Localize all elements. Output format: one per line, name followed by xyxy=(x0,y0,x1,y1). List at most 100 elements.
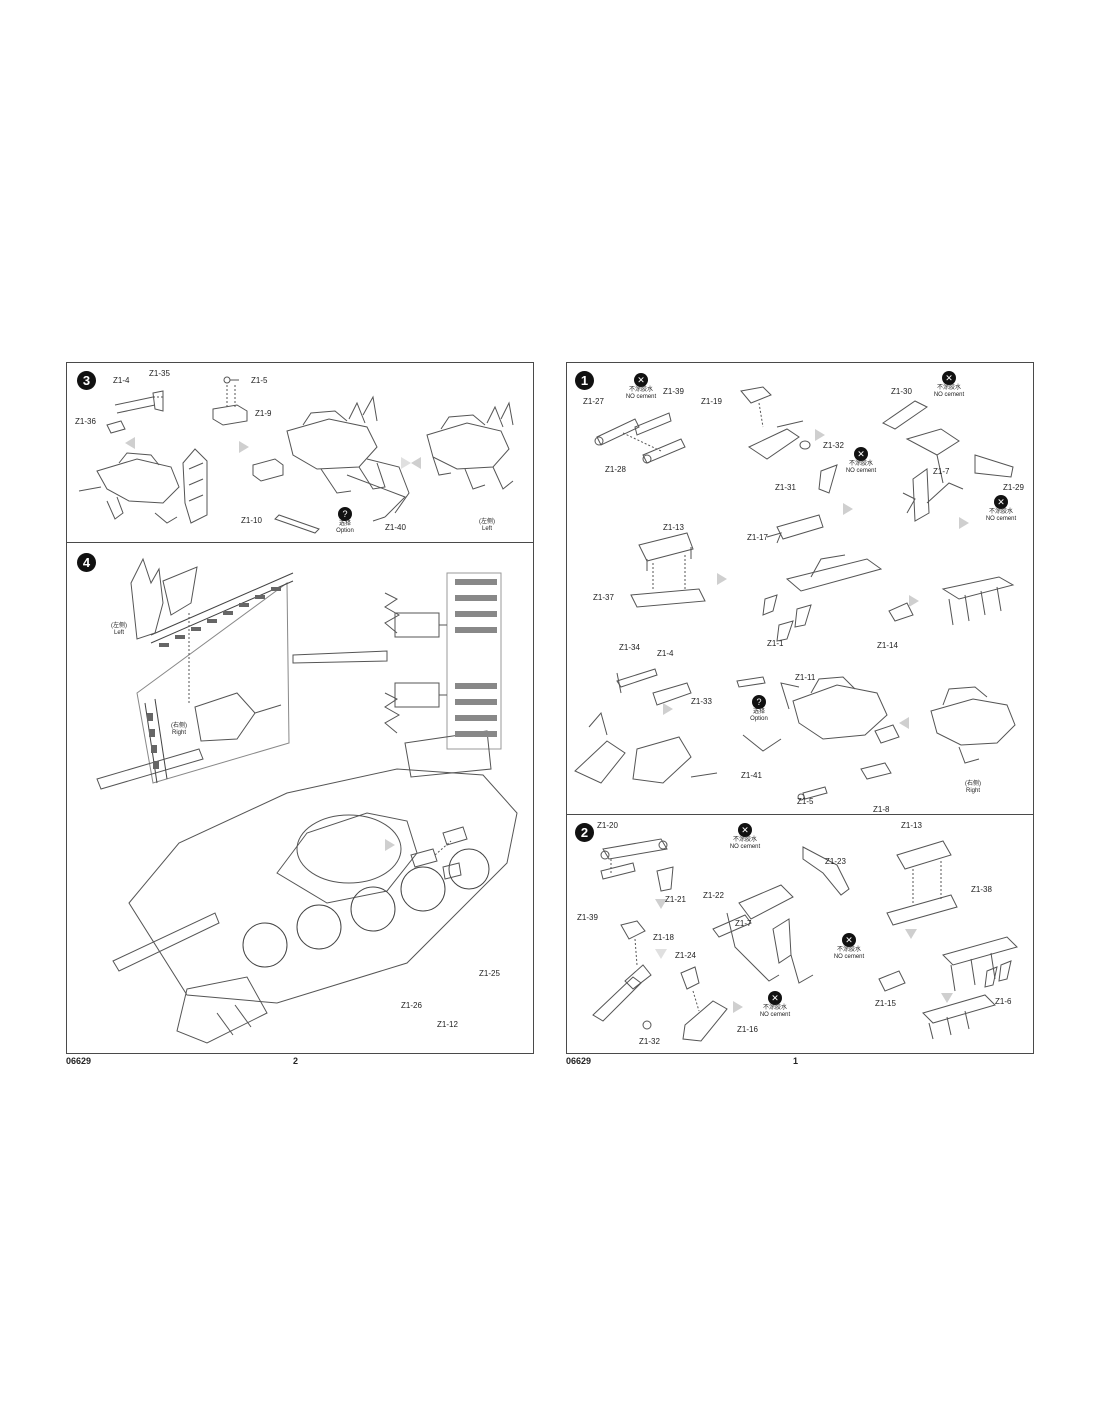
part-label-z1-4: Z1-4 xyxy=(657,649,674,658)
product-code: 06629 xyxy=(566,1056,592,1066)
part-label-z1-7: Z1-7 xyxy=(735,919,752,928)
part-label-z1-39: Z1-39 xyxy=(577,913,598,922)
part-label-z1-16: Z1-16 xyxy=(737,1025,758,1034)
step-3-drawing xyxy=(67,363,533,543)
no-cement-cn: 不涂胶水 xyxy=(936,385,961,391)
no-glue-icon: ✕ xyxy=(994,495,1008,509)
part-label-z1-38: Z1-38 xyxy=(971,885,992,894)
left-instruction-page: 3 Z1-4 Z1-35 Z1-36 Z1-5 Z1-9 Z1-10 Z1-40… xyxy=(66,362,534,1066)
part-label-z1-32: Z1-32 xyxy=(639,1037,660,1046)
part-label-z1-7: Z1-7 xyxy=(933,467,950,476)
step-4-panel: 4 (左侧) Left (右侧) Right Z1-25 Z1-26 Z1-12 xyxy=(66,542,534,1054)
no-cement-note: ✕ 不涂胶水 NO cement xyxy=(973,495,1029,523)
no-glue-icon: ✕ xyxy=(842,933,856,947)
no-glue-icon: ✕ xyxy=(634,373,648,387)
side-label-right: (右侧) Right xyxy=(965,781,981,795)
part-label-z1-31: Z1-31 xyxy=(775,483,796,492)
step-3-panel: 3 Z1-4 Z1-35 Z1-36 Z1-5 Z1-9 Z1-10 Z1-40… xyxy=(66,362,534,544)
part-label-z1-20: Z1-20 xyxy=(597,821,618,830)
side-right-cn: (右侧) xyxy=(171,723,187,729)
no-glue-icon: ✕ xyxy=(942,371,956,385)
no-glue-icon: ✕ xyxy=(854,447,868,461)
step-2-drawing xyxy=(567,815,1033,1053)
step-3-badge: 3 xyxy=(77,371,96,390)
option-note: ? 选择 Option xyxy=(317,507,373,535)
side-label-right: (右侧) Right xyxy=(171,723,187,737)
side-right-en: Right xyxy=(171,730,186,736)
option-cn-label: 选择 xyxy=(338,521,351,527)
right-instruction-page: 1 ✕ 不涂胶水 NO cement ✕ 不涂胶水 NO cement ✕ 不涂… xyxy=(566,362,1034,1066)
step-4-badge: 4 xyxy=(77,553,96,572)
part-label-z1-29: Z1-29 xyxy=(1003,483,1024,492)
part-label-z1-27: Z1-27 xyxy=(583,397,604,406)
side-left-en: Left xyxy=(113,630,124,636)
side-left-cn: (左侧) xyxy=(111,623,127,629)
part-label-z1-13: Z1-13 xyxy=(663,523,684,532)
part-label-z1-6: Z1-6 xyxy=(995,997,1012,1006)
part-label-z1-11: Z1-11 xyxy=(795,673,816,682)
page-number: 1 xyxy=(793,1056,799,1066)
no-cement-en: NO cement xyxy=(845,468,877,474)
step-2-badge: 2 xyxy=(575,823,594,842)
no-cement-en: NO cement xyxy=(933,392,965,398)
part-label-z1-33: Z1-33 xyxy=(691,697,712,706)
part-label-z1-5: Z1-5 xyxy=(797,797,814,806)
no-cement-en: NO cement xyxy=(759,1012,791,1018)
no-cement-cn: 不涂胶水 xyxy=(836,947,861,953)
part-label-z1-12: Z1-12 xyxy=(437,1020,458,1029)
no-cement-cn: 不涂胶水 xyxy=(988,509,1013,515)
option-en-label: Option xyxy=(750,716,768,722)
part-label-z1-32: Z1-32 xyxy=(823,441,844,450)
part-label-z1-40: Z1-40 xyxy=(385,523,406,532)
part-label-z1-26: Z1-26 xyxy=(401,1001,422,1010)
page-number: 2 xyxy=(293,1056,299,1066)
option-cn-label: 选择 xyxy=(752,709,765,715)
side-left-cn: (左侧) xyxy=(479,519,495,525)
step-2-panel: 2 ✕ 不涂胶水 NO cement ✕ 不涂胶水 NO cement ✕ 不涂… xyxy=(566,814,1034,1054)
part-label-z1-13: Z1-13 xyxy=(901,821,922,830)
part-label-z1-28: Z1-28 xyxy=(605,465,626,474)
side-right-en: Right xyxy=(965,788,980,794)
part-label-z1-4: Z1-4 xyxy=(113,376,130,385)
part-label-z1-1: Z1-1 xyxy=(767,639,784,648)
part-label-z1-9: Z1-9 xyxy=(255,409,272,418)
step-1-drawing xyxy=(567,363,1033,815)
no-cement-en: NO cement xyxy=(833,954,865,960)
no-cement-note: ✕ 不涂胶水 NO cement xyxy=(921,371,977,399)
part-label-z1-18: Z1-18 xyxy=(653,933,674,942)
no-cement-en: NO cement xyxy=(625,394,657,400)
no-glue-icon: ✕ xyxy=(768,991,782,1005)
part-label-z1-25: Z1-25 xyxy=(479,969,500,978)
part-label-z1-19: Z1-19 xyxy=(701,397,722,406)
part-label-z1-36: Z1-36 xyxy=(75,417,96,426)
part-label-z1-10: Z1-10 xyxy=(241,516,262,525)
part-label-z1-15: Z1-15 xyxy=(875,999,896,1008)
part-label-z1-30: Z1-30 xyxy=(891,387,912,396)
side-label-left: (左侧) Left xyxy=(111,623,127,637)
part-label-z1-35: Z1-35 xyxy=(149,369,170,378)
question-icon: ? xyxy=(338,507,352,521)
no-cement-note: ✕ 不涂胶水 NO cement xyxy=(821,933,877,961)
step-1-panel: 1 ✕ 不涂胶水 NO cement ✕ 不涂胶水 NO cement ✕ 不涂… xyxy=(566,362,1034,816)
option-note: ? 选择 Option xyxy=(731,695,787,723)
no-cement-cn: 不涂胶水 xyxy=(762,1005,787,1011)
step-4-drawing xyxy=(67,543,533,1053)
no-cement-en: NO cement xyxy=(985,516,1017,522)
part-label-z1-21: Z1-21 xyxy=(665,895,686,904)
part-label-z1-41: Z1-41 xyxy=(741,771,762,780)
side-label-left: (左侧) Left xyxy=(479,519,495,533)
no-cement-note: ✕ 不涂胶水 NO cement xyxy=(613,373,669,401)
part-label-z1-14: Z1-14 xyxy=(877,641,898,650)
part-label-z1-17: Z1-17 xyxy=(747,533,768,542)
no-cement-cn: 不涂胶水 xyxy=(848,461,873,467)
no-cement-note: ✕ 不涂胶水 NO cement xyxy=(717,823,773,851)
no-glue-icon: ✕ xyxy=(738,823,752,837)
no-cement-cn: 不涂胶水 xyxy=(732,837,757,843)
part-label-z1-8: Z1-8 xyxy=(873,805,890,814)
part-label-z1-22: Z1-22 xyxy=(703,891,724,900)
part-label-z1-23: Z1-23 xyxy=(825,857,846,866)
part-label-z1-5: Z1-5 xyxy=(251,376,268,385)
side-right-cn: (右侧) xyxy=(965,781,981,787)
part-label-z1-24: Z1-24 xyxy=(675,951,696,960)
product-code: 06629 xyxy=(66,1056,92,1066)
